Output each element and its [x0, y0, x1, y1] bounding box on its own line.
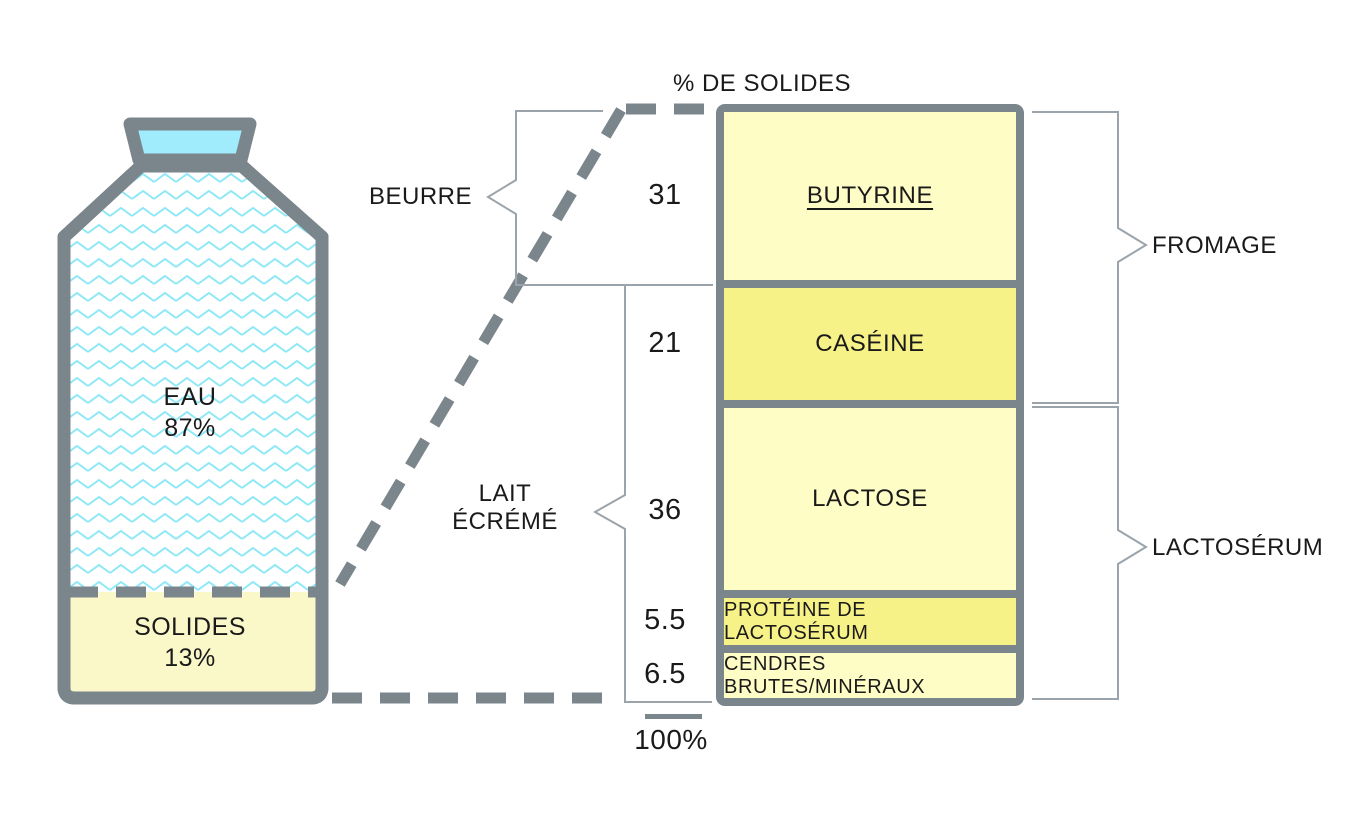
- value-caseine: 21: [648, 327, 682, 359]
- lait-ecreme-label-line2: ÉCRÉMÉ: [452, 508, 558, 535]
- fromage-bracket: [1032, 111, 1148, 404]
- value-lactose: 36: [648, 494, 682, 526]
- segment-caseine-label: CASÉINE: [815, 330, 925, 357]
- value-cendres-mineraux: 6.5: [644, 658, 686, 690]
- beurre-label: BEURRE: [368, 183, 472, 210]
- water-zigzag-pattern: [64, 168, 322, 592]
- solids-label-text: SOLIDES: [134, 613, 246, 641]
- value-butyrine: 31: [648, 179, 682, 211]
- segment-butyrine: BUTYRINE: [724, 112, 1016, 280]
- segment-caseine: CASÉINE: [724, 288, 1016, 400]
- lactoserum-label: LACTOSÉRUM: [1152, 534, 1324, 561]
- chart-title: % DE SOLIDES: [672, 70, 852, 97]
- bracket-lines: [486, 110, 1148, 703]
- solids-stacked-bar: BUTYRINE CASÉINE LACTOSE PROTÉINE DE LAC…: [716, 104, 1024, 706]
- solids-label-value: 13%: [164, 644, 216, 672]
- total-sum-line: [645, 714, 702, 719]
- lait-ecreme-label-line1: LAIT: [478, 480, 532, 507]
- water-label: EAU 87%: [90, 382, 290, 444]
- segment-lactose-label: LACTOSE: [812, 485, 928, 512]
- lactoserum-bracket: [1032, 406, 1148, 700]
- segment-proteine-lactoserum-label: PROTÉINE DE LACTOSÉRUM: [724, 598, 869, 644]
- segment-cendres-mineraux: CENDRES BRUTES/MINÉRAUX: [724, 653, 1016, 698]
- value-proteine-lactoserum: 5.5: [644, 604, 686, 636]
- segment-proteine-lactoserum: PROTÉINE DE LACTOSÉRUM: [724, 598, 1016, 645]
- total-label: 100%: [634, 724, 708, 755]
- bottle-cap: [123, 117, 257, 167]
- dashed-connector-lines: [332, 103, 713, 704]
- solids-label: SOLIDES 13%: [90, 612, 290, 674]
- lait-ecreme-bracket: [592, 285, 712, 703]
- diagonal-dashed-line: [335, 107, 626, 587]
- milk-bottle: [57, 117, 329, 705]
- bottle-solids-layer: [64, 592, 322, 698]
- segment-lactose: LACTOSE: [724, 408, 1016, 590]
- fromage-label: FROMAGE: [1152, 232, 1277, 259]
- segment-butyrine-label: BUTYRINE: [806, 182, 934, 209]
- bottle-outline: [57, 159, 329, 705]
- water-label-text: EAU: [163, 383, 217, 411]
- water-label-value: 87%: [164, 414, 216, 442]
- lait-ecreme-label: LAIT ÉCRÉMÉ: [415, 480, 595, 536]
- segment-cendres-mineraux-label: CENDRES BRUTES/MINÉRAUX: [724, 652, 926, 698]
- beurre-bracket: [486, 110, 713, 286]
